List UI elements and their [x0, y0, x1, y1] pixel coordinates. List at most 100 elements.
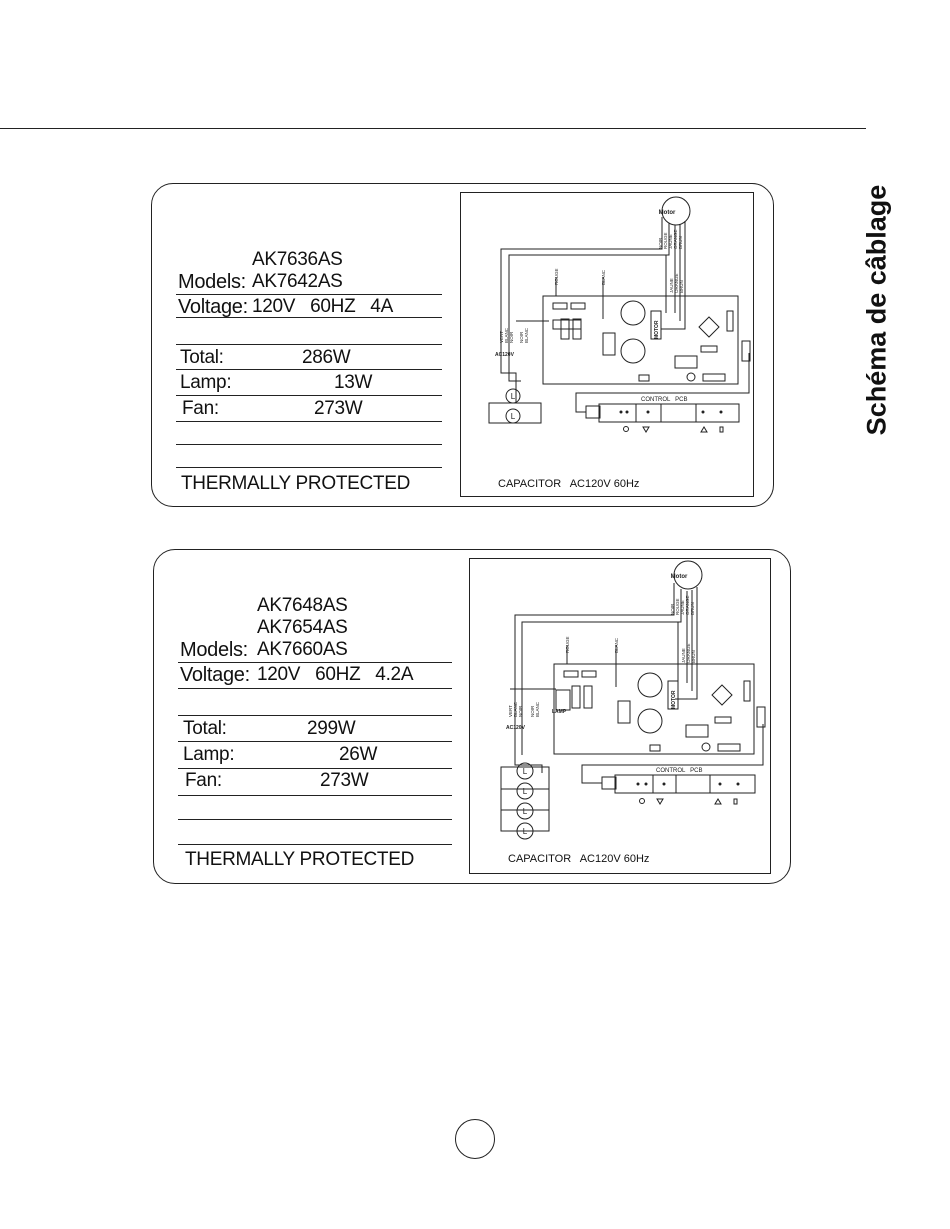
wire-label: NOIR	[509, 331, 514, 343]
supply-label: AC120V	[506, 725, 526, 731]
wire-label: NOIR	[530, 705, 535, 717]
model-number: AK7636AS	[252, 249, 343, 270]
rule	[178, 768, 452, 769]
rule	[178, 795, 452, 796]
wire-label: BRUN	[691, 650, 696, 663]
motor-label: Motor	[671, 574, 688, 580]
wire-label: JAUNE	[680, 600, 685, 615]
rule	[176, 467, 442, 468]
capacitor-caption: CAPACITOR AC120V 60Hz	[498, 478, 640, 490]
rule	[176, 317, 442, 318]
wire-label: VERT	[499, 331, 504, 343]
wire-label: BLANC	[524, 327, 529, 343]
rule	[178, 819, 452, 820]
wire-label: BRUN	[678, 236, 683, 249]
total-label: Total:	[183, 718, 227, 739]
wire-label: VERT	[508, 705, 513, 717]
rule	[178, 688, 452, 689]
lamp-symbol: L	[523, 767, 528, 776]
rule	[178, 715, 452, 716]
capacitor-caption: CAPACITOR AC120V 60Hz	[508, 853, 650, 865]
lamp-label: Lamp:	[183, 744, 235, 765]
lamp-value: 26W	[339, 744, 378, 765]
wiring-schematic: Motor NOIR ROUGE JAUNE ORANGE BRUN JAUNE…	[488, 196, 751, 433]
button-icons	[639, 798, 738, 805]
rule	[178, 741, 452, 742]
wire-label: JAUNE	[681, 648, 686, 663]
wire-label: ORANGE	[686, 643, 691, 663]
wire-label: ROUGE	[663, 232, 668, 249]
lamp-symbol: L	[511, 412, 516, 421]
voltage-label: Voltage:	[180, 664, 250, 686]
rule	[176, 344, 442, 345]
lamp-label: Lamp:	[180, 372, 232, 393]
voltage-value: 120V 60HZ 4A	[252, 296, 393, 317]
wire-label: NOIR	[519, 331, 524, 343]
wire-label: BLANC	[504, 327, 509, 343]
lamp-symbol: L	[523, 807, 528, 816]
protection-note: THERMALLY PROTECTED	[181, 473, 411, 494]
wire-label: BLANC	[535, 701, 540, 717]
section-title: Schéma de câblage	[861, 184, 892, 436]
spec-block-1: AK7636AS Models: AK7642AS Voltage: 120V …	[152, 184, 452, 506]
models-label: Models:	[178, 271, 246, 293]
rule	[176, 421, 442, 422]
model-number: AK7648AS	[257, 595, 348, 616]
models-label: Models:	[180, 639, 248, 661]
fan-label: Fan:	[182, 398, 219, 419]
motor-connector-label: MOTOR	[671, 690, 677, 709]
wire-label: ROUGE	[554, 268, 559, 285]
wire-label: BRUN	[690, 602, 695, 615]
wiring-card-2: AK7648AS AK7654AS Models: AK7660AS Volta…	[153, 549, 791, 884]
wire-label: BLANC	[601, 269, 606, 285]
total-label: Total:	[180, 347, 224, 368]
lamp-value: 13W	[334, 372, 373, 393]
lamp-symbol: L	[511, 392, 516, 401]
wiring-diagram-2: Motor NOIR ROUGE JAUNE ORANGE BRUN JAUNE…	[469, 558, 771, 874]
wire-label: ROUGE	[675, 598, 680, 615]
motor-label: Motor	[659, 210, 676, 216]
protection-note: THERMALLY PROTECTED	[185, 849, 415, 870]
fan-value: 273W	[314, 398, 363, 419]
lamp-board-label: LAMP	[552, 709, 567, 715]
wire-label: JAUNE	[669, 278, 674, 293]
page-number-circle	[455, 1119, 495, 1159]
rule	[178, 662, 452, 663]
fan-value: 273W	[320, 770, 369, 791]
wire-label: NOIR	[658, 237, 663, 249]
spec-block-2: AK7648AS AK7654AS Models: AK7660AS Volta…	[154, 550, 464, 883]
wire-label: NOIR	[670, 603, 675, 615]
wire-label: BRUN	[679, 280, 684, 293]
motor-connector-label: MOTOR	[654, 320, 660, 339]
lamp-symbol: L	[523, 827, 528, 836]
rule	[176, 294, 442, 295]
total-value: 299W	[307, 718, 356, 739]
wire-label: BLANC	[614, 637, 619, 653]
wire-label: JAUNE	[668, 234, 673, 249]
voltage-label: Voltage:	[178, 296, 248, 318]
model-number: AK7660AS	[257, 639, 348, 660]
wire-label: BLANC	[513, 701, 518, 717]
header-rule	[0, 128, 866, 129]
fan-label: Fan:	[185, 770, 222, 791]
wire-label: ORANGE	[673, 229, 678, 249]
wiring-card-1: AK7636AS Models: AK7642AS Voltage: 120V …	[151, 183, 774, 507]
rule	[176, 369, 442, 370]
wire-label: ORANGE	[674, 273, 679, 293]
button-icons	[623, 426, 724, 433]
voltage-value: 120V 60HZ 4.2A	[257, 664, 414, 685]
rule	[176, 395, 442, 396]
model-number: AK7654AS	[257, 617, 348, 638]
rule	[178, 844, 452, 845]
rule	[176, 444, 442, 445]
lamp-symbol: L	[523, 787, 528, 796]
wiring-diagram-1: Motor NOIR ROUGE JAUNE ORANGE BRUN JAUNE…	[460, 192, 754, 497]
model-number: AK7642AS	[252, 271, 343, 292]
wire-label: ROUGE	[565, 636, 570, 653]
control-pcb-label: CONTROL PCB	[641, 397, 687, 403]
wire-label: NOIR	[518, 705, 523, 717]
wiring-schematic: Motor NOIR ROUGE JAUNE ORANGE BRUN JAUNE…	[500, 560, 766, 840]
total-value: 286W	[302, 347, 351, 368]
supply-label: AC120V	[495, 352, 515, 358]
wire-label: ORANGE	[685, 595, 690, 615]
